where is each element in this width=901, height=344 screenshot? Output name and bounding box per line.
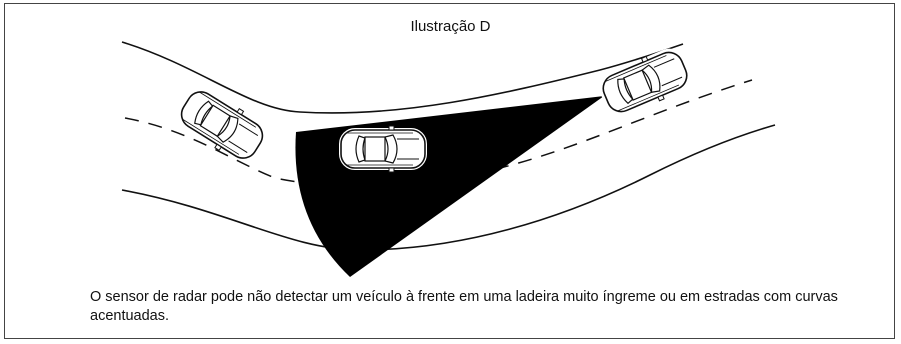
caption-text: O sensor de radar pode não detectar um v… [90, 289, 838, 324]
illustration-title: Ilustração D [410, 18, 491, 35]
car-center-icon [339, 125, 427, 173]
car-left-icon [173, 82, 271, 168]
radar-beam [295, 96, 604, 277]
road-edge-upper [121, 41, 684, 114]
car-right-radar-icon [596, 43, 694, 121]
road-edge-lower [121, 124, 776, 251]
